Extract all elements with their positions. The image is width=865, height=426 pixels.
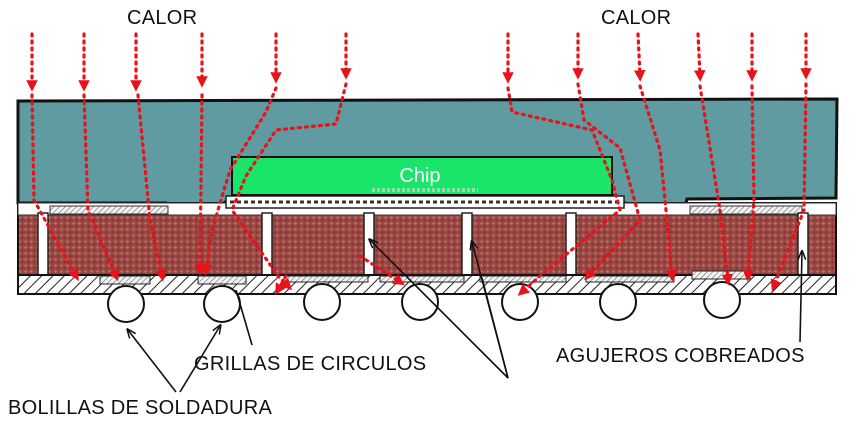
bottom-pads — [99, 270, 751, 285]
copper-vias-label: AGUJEROS COBREADOS — [556, 345, 805, 367]
die-attach — [225, 195, 625, 209]
pointer-arrow-icon — [800, 252, 802, 343]
heat-arrow-icon — [698, 84, 734, 286]
heat-arrow-icon — [693, 32, 706, 82]
heat-arrow-icon — [82, 93, 120, 282]
heat-arrow-icon — [742, 84, 756, 282]
ball-grid-label: GRILLAS DE CIRCULOS — [194, 353, 426, 375]
pointer-arrow-icon — [179, 326, 220, 393]
heat-arrow-icon — [201, 86, 278, 276]
pointer-arrow-icon — [128, 330, 177, 393]
heat-arrow-icon — [770, 82, 808, 292]
heat-label-right: CALOR — [601, 7, 671, 29]
heat-arrow-icon — [506, 86, 622, 296]
pointer-arrow-icon — [370, 240, 509, 379]
heat-arrows — [26, 32, 812, 296]
heat-arrow-icon — [30, 93, 79, 282]
solder-balls — [107, 281, 741, 323]
heat-arrow-icon — [194, 93, 206, 276]
top-pad-left — [49, 205, 169, 215]
pointer-arrow-icon — [481, 277, 509, 379]
heat-arrow-icon — [638, 84, 678, 282]
heat-arrow-icon — [633, 32, 646, 82]
heat-arrow-icon — [275, 274, 288, 296]
pointer-arrow-icon — [235, 289, 253, 346]
top-pad-right — [689, 205, 803, 215]
heat-arrow-icon — [136, 93, 167, 282]
pointer-lines — [128, 240, 802, 393]
solder-balls-label: BOLILLAS DE SOLDADURA — [8, 397, 273, 419]
chip-label: Chip — [399, 165, 440, 187]
heat-arrow-icon — [576, 82, 642, 281]
heat-label-left: CALOR — [127, 7, 197, 29]
heat-arrow-icon — [230, 82, 348, 291]
heat-arrow-icon — [358, 254, 405, 286]
